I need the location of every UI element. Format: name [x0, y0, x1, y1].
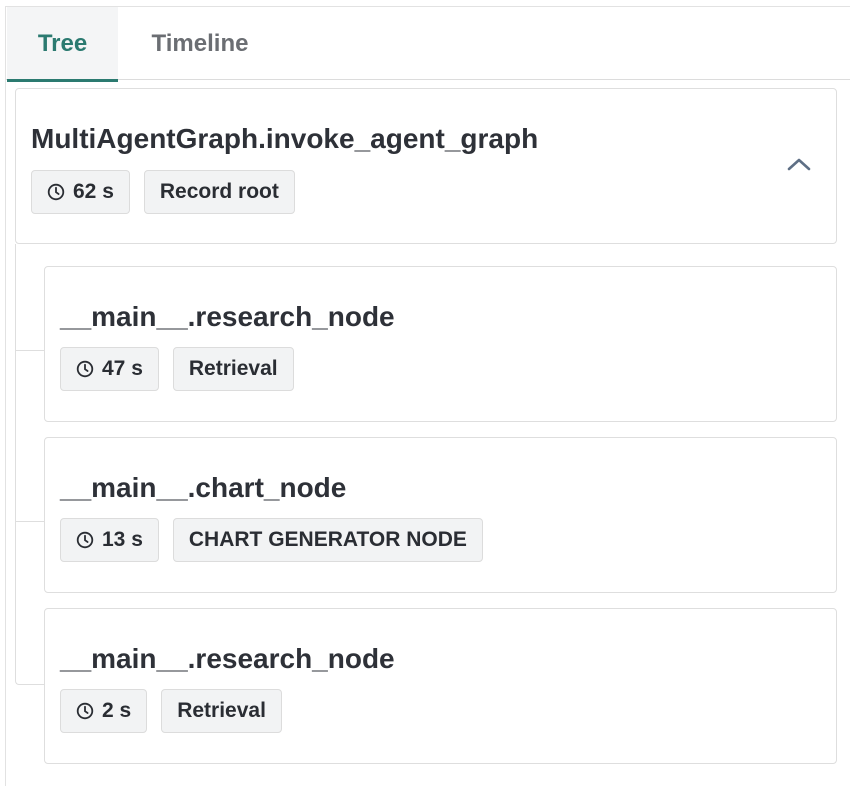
root-span-badges: 62 s Record root: [31, 170, 295, 214]
span-type-label: Retrieval: [188, 357, 278, 380]
duration-badge: 13 s: [60, 518, 159, 562]
span-type-label: CHART GENERATOR NODE: [188, 528, 467, 551]
duration-value: 2 s: [102, 699, 132, 722]
clock-icon: [76, 360, 94, 378]
clock-icon: [47, 183, 65, 201]
tab-bar: Tree Timeline: [6, 7, 850, 82]
tree-branch: [16, 521, 45, 522]
span-badges: 47 s Retrieval: [60, 347, 294, 391]
child-span-card[interactable]: __main__.research_node 2 s Retrieval: [44, 608, 837, 764]
tab-timeline[interactable]: Timeline: [151, 29, 249, 57]
clock-icon: [76, 702, 94, 720]
span-title: __main__.chart_node: [60, 472, 347, 503]
duration-value: 62 s: [73, 180, 114, 203]
span-type-label: Retrieval: [177, 699, 266, 722]
span-type-badge: Retrieval: [172, 347, 294, 391]
span-type-badge: Record root: [143, 170, 295, 214]
chevron-up-icon[interactable]: [784, 149, 814, 179]
duration-badge: 2 s: [60, 689, 148, 733]
span-badges: 2 s Retrieval: [60, 689, 282, 733]
root-span-card[interactable]: MultiAgentGraph.invoke_agent_graph 62 s …: [15, 88, 837, 244]
duration-badge: 62 s: [31, 170, 130, 214]
duration-value: 47 s: [102, 357, 143, 380]
span-badges: 13 s CHART GENERATOR NODE: [60, 518, 483, 562]
tree-connector: [15, 244, 45, 685]
tree-branch: [16, 350, 45, 351]
span-type-badge: CHART GENERATOR NODE: [172, 518, 483, 562]
duration-value: 13 s: [102, 528, 143, 551]
tab-tree[interactable]: Tree: [7, 7, 118, 82]
duration-badge: 47 s: [60, 347, 159, 391]
root-span-title: MultiAgentGraph.invoke_agent_graph: [31, 123, 539, 154]
clock-icon: [76, 531, 94, 549]
span-type-badge: Retrieval: [161, 689, 282, 733]
trace-panel: Tree Timeline: [5, 6, 850, 786]
child-span-card[interactable]: __main__.chart_node 13 s CHART GENERATOR…: [44, 437, 837, 593]
span-title: __main__.research_node: [60, 643, 395, 674]
span-title: __main__.research_node: [60, 301, 395, 332]
child-span-card[interactable]: __main__.research_node 47 s Retrieval: [44, 266, 837, 422]
span-type-label: Record root: [159, 180, 279, 203]
